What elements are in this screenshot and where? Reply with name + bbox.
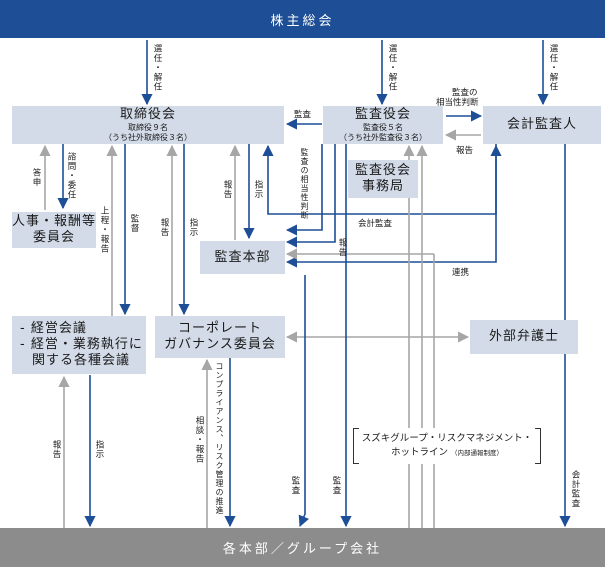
arrow-coordination [285,144,502,268]
board-members: 取締役９名 [128,123,168,132]
governance-title2: ガバナンス委員会 [164,337,276,352]
auditor-title: 会計監査人 [506,117,577,132]
label-uptake: 上程・報告 [99,206,109,254]
shareholders-title: 株主総会 [270,13,335,29]
label-elect-auditor: 選任・解任 [548,44,558,92]
label-report-dept: 報告 [222,180,232,199]
label-coordination: 連携 [452,268,470,278]
board-title: 取締役会 [119,107,176,122]
audit-office-box: 監査役会 事務局 [348,160,418,198]
board-box: 取締役会 取締役９名 （うち社外取締役３名） [12,106,284,144]
label-adequacy-top: 監査の [452,88,478,98]
auditor-box: 会計監査人 [483,106,601,144]
group-companies-title: 各本部／グループ会社 [222,542,383,557]
label-accounting-audit: 会計監査 [358,219,393,229]
lawyer-box: 外部弁護士 [470,320,578,354]
exec-meetings-line3: 関する各種会議 [32,353,131,368]
label-audit: 監査 [294,110,312,120]
label-report-gov: 報告 [159,218,169,237]
group-companies-bar: 各本部／グループ会社 [0,528,605,567]
hotline-title: スズキグループ・リスクマネジメント・ [361,433,533,444]
governance-title: コーポレート [177,321,262,336]
label-consult-report: 相談・報告 [194,416,204,464]
audit-board-title: 監査役会 [354,107,411,122]
arrow-audit-dept-group [298,275,310,528]
shareholders-bar: 株主総会 [0,0,605,38]
hr-committee-box: 人事・報酬等 委員会 [12,212,96,248]
audit-dept-box: 監査本部 [200,241,285,274]
label-audit-v2: 監査 [331,476,341,495]
arrow-adequacy-dept [285,144,336,248]
hotline-bracket-right [535,428,541,464]
audit-board-box: 監査役会 監査役５名 （うち社外監査役３名） [323,106,443,144]
label-instruct-gov: 指示 [188,218,198,237]
hotline-title2: ホットライン （内部通報制度） [391,446,503,460]
label-report-to-dept: 報告 [337,238,347,257]
hotline-note: （内部通報制度） [451,449,504,457]
exec-meetings-line2: - 経営・業務執行に [20,337,143,352]
audit-board-members: 監査役５名 [363,123,403,132]
exec-meetings-line1: - 経営会議 [20,321,87,336]
label-instruct-exec: 指示 [94,440,104,459]
label-supervise: 監督 [129,214,139,233]
label-report-auditor: 報告 [456,146,474,156]
label-compliance: コンプライアンス、リスク管理の推進 [215,362,224,515]
label-instruct-dept: 指示 [253,180,263,199]
label-answer: 答申 [31,168,41,187]
label-adequacy-v: 監査の相当性判断 [300,148,309,220]
label-report-exec: 報告 [51,440,61,459]
exec-meetings-box: - 経営会議 - 経営・業務執行に 関する各種会議 [12,316,146,374]
audit-office-title2: 事務局 [361,179,404,194]
board-outside: （うち社外取締役３名） [104,133,192,142]
hotline-box: スズキグループ・リスクマネジメント・ ホットライン （内部通報制度） [353,428,541,464]
label-elect-auditboard: 選任・解任 [387,44,397,92]
audit-board-outside: （うち社外監査役３名） [339,133,427,142]
hr-committee-title: 人事・報酬等 [12,214,97,229]
hotline-bracket-left [353,428,359,464]
label-elect-board: 選任・解任 [152,44,162,92]
lawyer-title: 外部弁護士 [488,329,559,344]
hr-committee-title2: 委員会 [32,230,75,245]
hotline-title2-text: ホットライン [390,447,448,458]
label-adequacy-bottom: 相当性判断 [436,98,479,108]
label-audit-v1: 監査 [290,476,300,495]
audit-dept-title: 監査本部 [214,249,271,265]
governance-box: コーポレート ガバナンス委員会 [155,316,285,358]
audit-office-title: 監査役会 [354,163,411,178]
label-accounting-audit-v: 会計監査 [570,470,580,508]
label-consult: 諮問・委任 [66,152,76,200]
